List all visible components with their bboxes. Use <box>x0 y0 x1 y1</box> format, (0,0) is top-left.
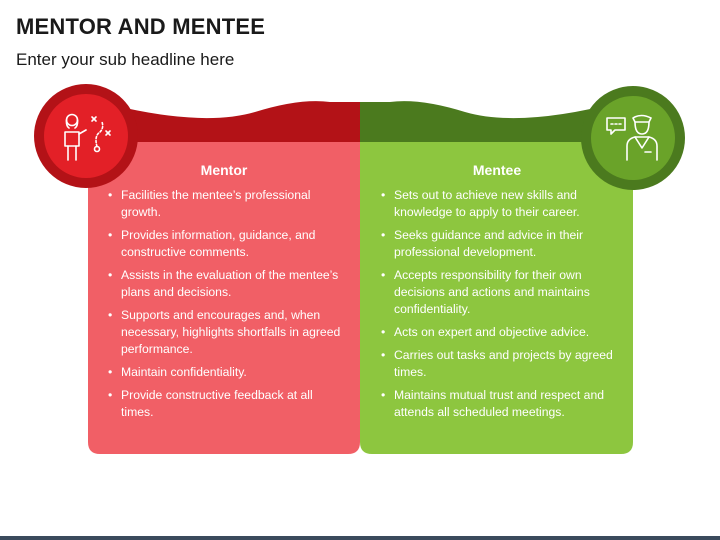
mentee-point: Sets out to achieve new skills and knowl… <box>381 187 622 221</box>
mentor-circle-inner <box>44 94 128 178</box>
mentor-point: Maintain confidentiality. <box>108 364 345 381</box>
page-title: MENTOR AND MENTEE <box>16 14 266 39</box>
mentor-point: Provides information, guidance, and cons… <box>108 227 345 261</box>
mentee-person-speech-icon <box>606 114 658 161</box>
mentee-point: Maintains mutual trust and respect and a… <box>381 387 622 421</box>
mentee-point: Acts on expert and objective advice. <box>381 324 622 341</box>
mentee-title: Mentee <box>472 162 522 178</box>
mentor-points-list: Facilities the mentee’s professional gro… <box>107 187 345 427</box>
mentor-point: Facilities the mentee’s professional gro… <box>108 187 345 221</box>
footer-bar <box>0 536 720 540</box>
mentor-title: Mentor <box>200 162 248 178</box>
mentee-top-band <box>360 101 620 142</box>
mentee-point: Carries out tasks and projects by agreed… <box>381 347 622 381</box>
mentee-points-list: Sets out to achieve new skills and knowl… <box>380 187 622 427</box>
mentor-point: Provide constructive feedback at all tim… <box>108 387 345 421</box>
mentor-teaching-icon <box>64 113 111 161</box>
mentor-point: Supports and encourages and, when necess… <box>108 307 345 358</box>
mentor-top-band <box>100 101 360 142</box>
mentee-point: Accepts responsibility for their own dec… <box>381 267 622 318</box>
mentee-point: Seeks guidance and advice in their profe… <box>381 227 622 261</box>
mentor-point: Assists in the evaluation of the mentee’… <box>108 267 345 301</box>
page-subtitle: Enter your sub headline here <box>16 50 235 69</box>
